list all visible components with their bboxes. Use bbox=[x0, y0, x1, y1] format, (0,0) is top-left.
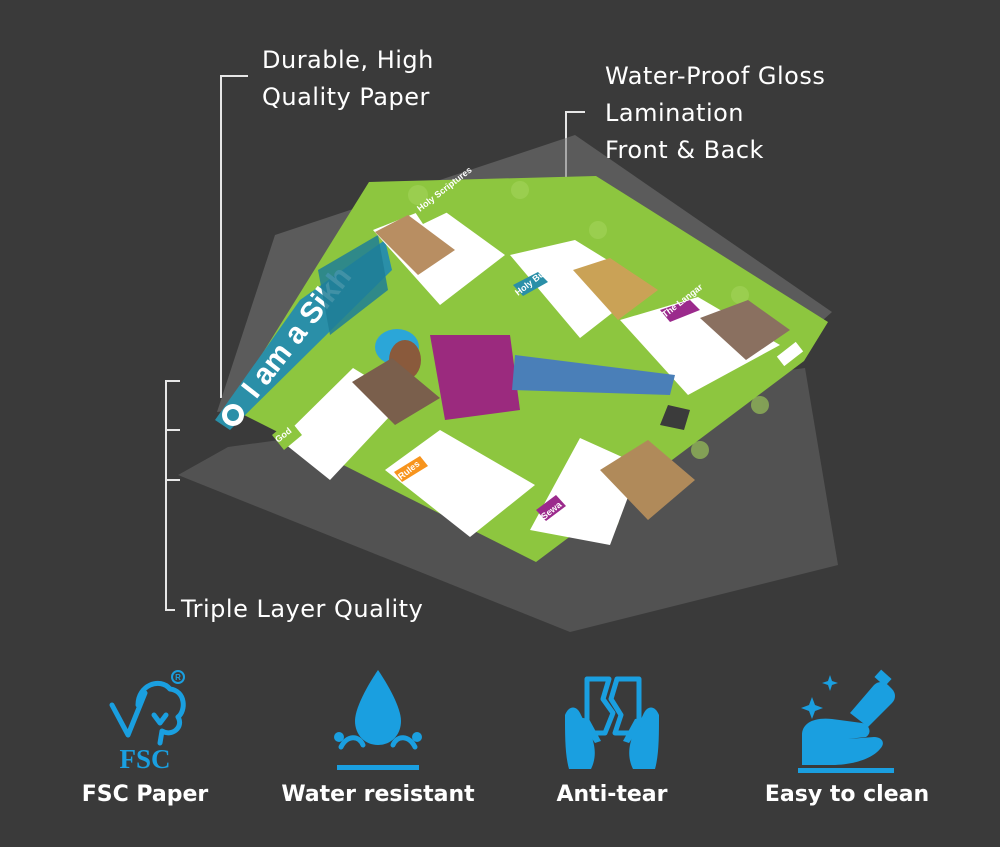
panel-sewa: Sewa bbox=[530, 438, 695, 545]
fsc-icon-text: FSC bbox=[119, 744, 170, 774]
feature-label-fsc: FSC Paper bbox=[81, 782, 209, 807]
callout-durable-paper: Durable, High Quality Paper bbox=[262, 42, 434, 116]
fsc-tree-icon: R FSC bbox=[109, 670, 186, 774]
feature-row: R FSC FSC Paper Water resistant Anti-tea… bbox=[0, 665, 1000, 847]
panel-rules: Rules bbox=[385, 430, 535, 537]
callout-gloss-line-1: Water-Proof Gloss bbox=[605, 62, 826, 90]
feature-water-resistant: Water resistant bbox=[268, 665, 488, 847]
svg-text:R: R bbox=[175, 673, 181, 682]
sikh-character bbox=[375, 329, 690, 430]
leader-triple bbox=[165, 380, 180, 611]
water-drop-icon bbox=[334, 670, 422, 770]
callout-gloss-lamination: Water-Proof Gloss Lamination Front & Bac… bbox=[605, 58, 825, 169]
feature-label-tear: Anti-tear bbox=[556, 782, 668, 807]
panel-god: God bbox=[272, 358, 440, 480]
callout-gloss-line-2: Lamination bbox=[605, 99, 745, 127]
feature-label-water: Water resistant bbox=[281, 782, 475, 807]
callout-gloss-line-3: Front & Back bbox=[605, 136, 764, 164]
callout-triple-layer: Triple Layer Quality bbox=[181, 591, 423, 627]
feature-anti-tear: Anti-tear bbox=[502, 665, 722, 847]
feature-fsc-paper: R FSC FSC Paper bbox=[35, 665, 255, 847]
feature-label-clean: Easy to clean bbox=[764, 782, 930, 807]
trousers bbox=[512, 355, 675, 395]
leader-durable bbox=[220, 75, 248, 398]
torn-paper-hands-icon bbox=[565, 676, 659, 769]
callout-triple-line: Triple Layer Quality bbox=[181, 595, 424, 623]
shirt bbox=[430, 335, 520, 420]
feature-easy-clean: Easy to clean bbox=[737, 665, 957, 847]
cleaning-hand-icon bbox=[798, 669, 895, 773]
callout-durable-line-2: Quality Paper bbox=[262, 83, 430, 111]
callout-durable-line-1: Durable, High bbox=[262, 46, 434, 74]
publisher-logo bbox=[776, 341, 804, 367]
